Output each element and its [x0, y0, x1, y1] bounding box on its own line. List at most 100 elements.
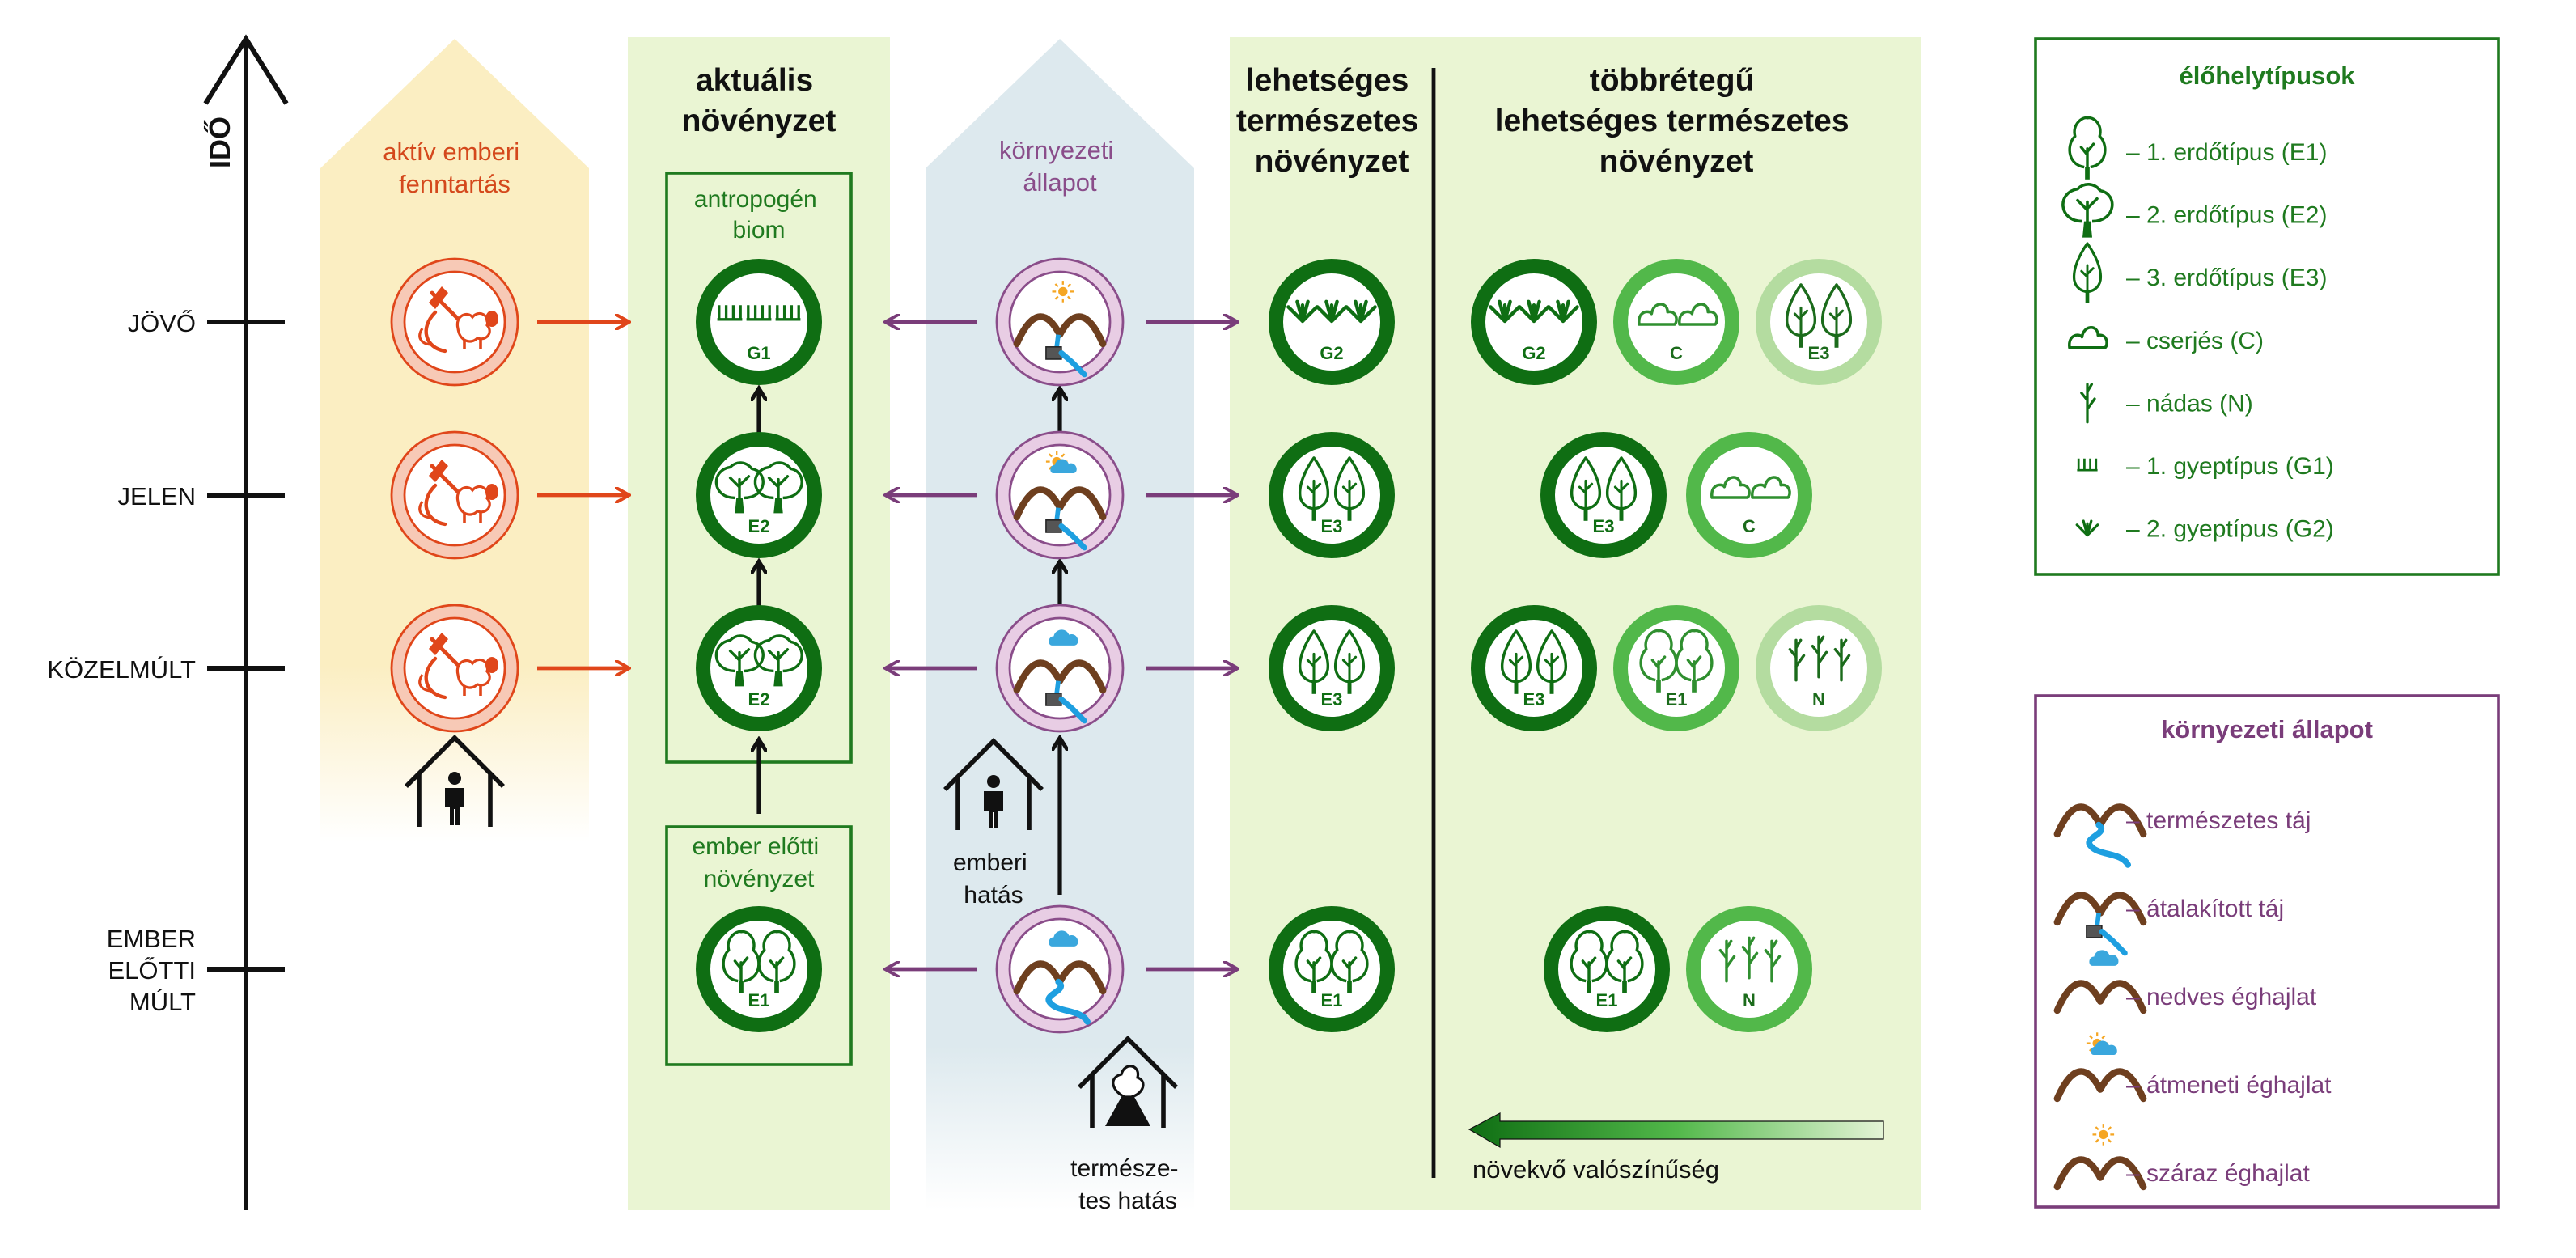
mpnv-title: többrétegű lehetséges természetes növény… [1495, 63, 1858, 179]
environment-badge-dry [995, 257, 1125, 387]
legend-icon-c [2068, 326, 2108, 349]
legend-env-item: – száraz éghajlat [2053, 1124, 2310, 1191]
legend-env-text: – átmeneti éghajlat [2126, 1072, 2332, 1099]
scythe-icon [418, 656, 447, 700]
habitat-badge-code: E2 [748, 516, 770, 536]
person-icon [445, 772, 464, 825]
habitat-badge-code: E3 [1808, 343, 1830, 363]
habitat-icon-g2 [1286, 299, 1377, 324]
habitat-legend-title: élőhelytípusok [2179, 61, 2355, 90]
habitat-badge-code: E3 [1593, 516, 1615, 536]
legend-icon-n [2080, 383, 2096, 424]
legend-env-item: – nedves éghajlat [2053, 950, 2317, 1014]
legend-habitat-text: – 2. erdőtípus (E2) [2126, 202, 2327, 229]
legend-env-text: – nedves éghajlat [2126, 984, 2317, 1010]
habitat-icon-e3 [1298, 456, 1366, 521]
actual-vegetation-title: aktuális növényzet [682, 63, 837, 138]
habitat-icon-c [1638, 303, 1718, 326]
habitat-badge-e1: E1 [1613, 605, 1739, 731]
time-tick-label: JÖVŐ [128, 309, 196, 337]
habitat-badge-e3: E3 [1471, 605, 1597, 731]
habitat-badge-n: N [1756, 605, 1882, 731]
human-maintenance-badge [390, 604, 519, 733]
legend-landscape-icon-natural [2053, 803, 2147, 868]
habitat-badge-e1: E1 [1269, 906, 1395, 1032]
legend-icon-e2 [2061, 183, 2114, 238]
effect-houses [405, 735, 1178, 1128]
probability-label: növekvő valószínűség [1472, 1155, 1719, 1184]
habitat-badge-e3: E3 [1540, 432, 1667, 558]
human-maintenance-badge [390, 430, 519, 560]
habitat-icon-e1 [1639, 629, 1714, 693]
habitat-badge-code: C [1743, 516, 1756, 536]
legend-habitat-text: – 1. gyeptípus (G1) [2126, 453, 2334, 480]
axe-icon [429, 460, 460, 494]
habitat-badge-e2: E2 [696, 432, 822, 558]
habitat-icon-c [1710, 476, 1791, 499]
house-human-icon [405, 735, 505, 827]
legend-landscape-icon-modified [2053, 892, 2147, 956]
habitat-icon-e3 [1298, 629, 1366, 694]
habitat-badge-e1: E1 [696, 906, 822, 1032]
legend-habitat-item: – 2. gyeptípus (G2) [2075, 516, 2334, 543]
legend-habitat-text: – 3. erdőtípus (E3) [2126, 265, 2327, 291]
time-tick-future: JÖVŐ [128, 309, 285, 337]
volcano-icon [1105, 1065, 1150, 1126]
habitat-badge-code: E1 [1321, 990, 1343, 1010]
human-effect-label: emberi hatás [953, 849, 1034, 909]
natural-effect-label: természe- tes hatás [1070, 1155, 1185, 1214]
prehuman-vegetation-label: ember előtti növényzet [692, 833, 825, 892]
legend-landscape-icon-dry [2053, 1124, 2147, 1191]
legend-icon-e1 [2068, 116, 2107, 180]
habitat-icon-g2 [1489, 299, 1579, 324]
habitat-icon-e3 [1500, 629, 1568, 694]
legend-habitat-item: – nádas (N) [2080, 383, 2253, 424]
legend-env-text: – száraz éghajlat [2126, 1160, 2310, 1187]
legend-habitat-text: – nádas (N) [2126, 390, 2253, 417]
habitat-badge-code: E1 [748, 990, 770, 1010]
habitat-badge-code: G2 [1522, 343, 1545, 363]
time-tick-label: ELŐTTI [108, 956, 196, 985]
human-maintenance-badge [390, 257, 519, 387]
environment-legend-title: környezeti állapot [2161, 715, 2373, 743]
column-headers: aktív emberi fenntartás aktuális növényz… [383, 63, 1858, 198]
legend-habitat-item: – cserjés (C) [2068, 326, 2264, 354]
legend-habitat-item: – 3. erdőtípus (E3) [2072, 242, 2327, 303]
legend-habitat-item: – 1. erdőtípus (E1) [2068, 116, 2327, 180]
landscape-icon [1013, 930, 1107, 1025]
habitat-icon-e1 [722, 930, 796, 993]
legend-env-text: – természetes táj [2126, 807, 2311, 834]
habitat-badge-e3: E3 [1269, 432, 1395, 558]
human-maintenance-label: aktív emberi fenntartás [383, 138, 526, 198]
time-tick-label: EMBER [107, 925, 196, 953]
habitat-badge-code: G2 [1320, 343, 1343, 363]
habitat-icon-n [1718, 936, 1782, 983]
environment-badge-wet-natural [995, 904, 1125, 1034]
person-icon [984, 775, 1003, 828]
connector-arrows [537, 322, 1236, 969]
scythe-icon [418, 310, 447, 354]
house-volcano-icon [1078, 1036, 1178, 1128]
habitat-icon-e3 [1785, 283, 1853, 348]
time-tick-recent: KÖZELMÚLT [47, 655, 285, 684]
habitat-badge-code: N [1812, 689, 1825, 709]
habitat-icon-g1 [717, 305, 801, 321]
habitat-badge-e2: E2 [696, 605, 822, 731]
habitat-icon-e2 [714, 461, 803, 514]
axe-icon [429, 286, 460, 321]
legend-env-item: – természetes táj [2053, 803, 2311, 868]
habitat-legend-frame [2034, 37, 2500, 576]
habitat-badge-code: G1 [747, 343, 770, 363]
landscape-icon [1013, 629, 1107, 724]
legend-landscape-icon-transitional [2053, 1032, 2147, 1103]
time-tick-present: JELEN [118, 482, 285, 510]
habitat-badge-code: C [1670, 343, 1683, 363]
habitat-badge-code: E2 [748, 689, 770, 709]
habitat-badge-code: E3 [1321, 516, 1343, 536]
habitat-badge-c: C [1686, 432, 1812, 558]
habitat-badge-g2: G2 [1471, 259, 1597, 385]
probability-arrow: növekvő valószínűség [1468, 1112, 1884, 1184]
